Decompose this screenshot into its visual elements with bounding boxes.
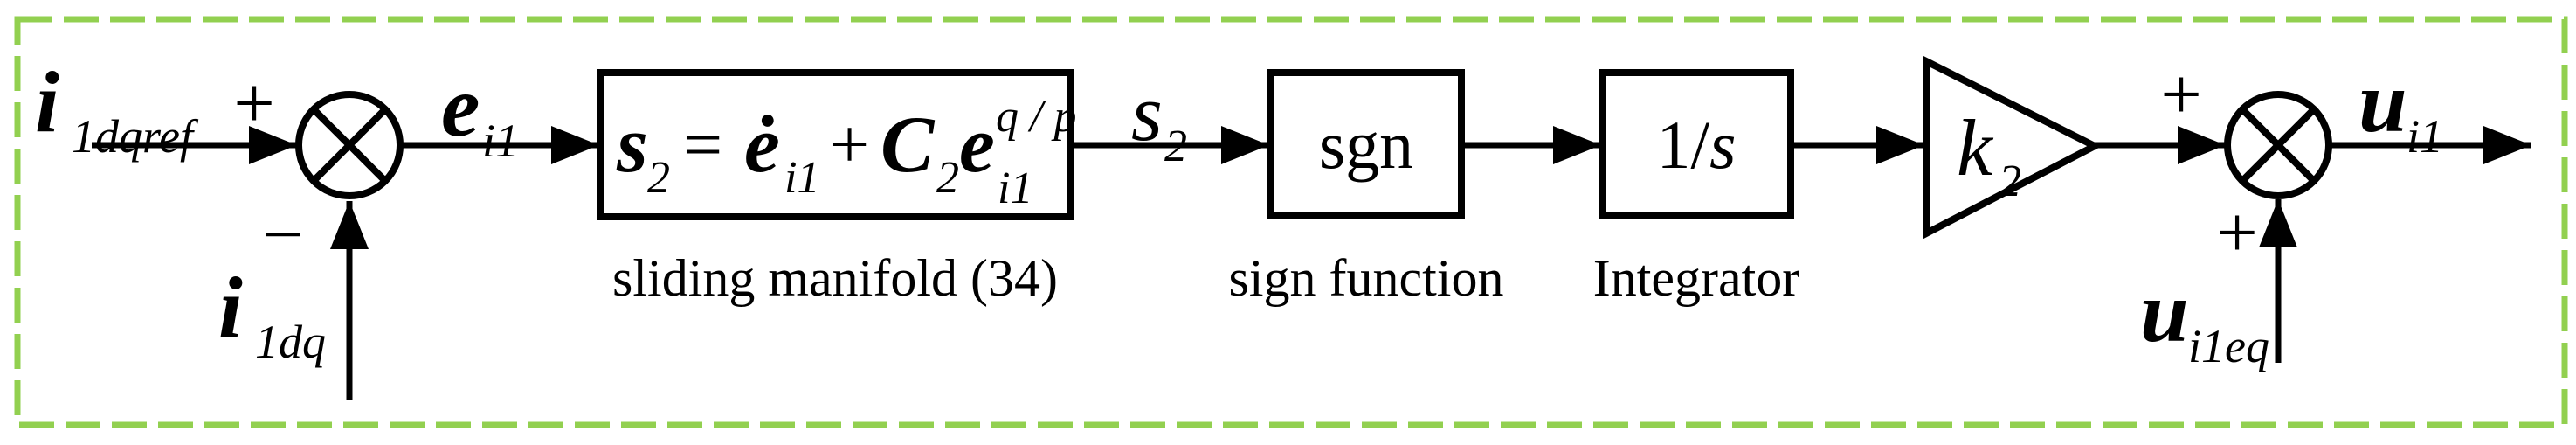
- sum2-cross-line-2: [2240, 107, 2317, 184]
- eq-deriv-sub: i1: [784, 153, 819, 203]
- gain-label-base: k: [1957, 103, 1994, 192]
- eq-error-sup: q / p: [996, 92, 1076, 142]
- gain-label: k 2: [1957, 103, 2021, 206]
- sliding-manifold-caption: sliding manifold (34): [612, 249, 1058, 307]
- eq-lhs: s: [616, 100, 648, 189]
- eq-equals: =: [683, 107, 722, 184]
- integrator-label-var: s: [1709, 107, 1736, 183]
- error-signal-label: e i1: [441, 58, 519, 167]
- sign-function-label: sgn: [1319, 107, 1413, 183]
- sum1-cross-line-2: [311, 107, 388, 184]
- eq-gain-C: C: [881, 100, 936, 189]
- eq-error-sub: i1: [998, 163, 1032, 213]
- equivalent-control-base: u: [2140, 263, 2189, 360]
- gain-triangle: [1923, 55, 2103, 240]
- equivalent-control-sub: i1eq: [2188, 320, 2269, 372]
- s2-base: s: [1131, 68, 1163, 157]
- error-base: e: [441, 58, 480, 155]
- eq-lhs-sub: 2: [647, 153, 670, 203]
- eq-error-e: e: [959, 100, 995, 189]
- integrator-label: 1/s: [1656, 107, 1736, 183]
- equivalent-control-label: u i1eq: [2140, 263, 2269, 372]
- input-ref-base: i: [35, 53, 59, 150]
- s2-sub: 2: [1164, 122, 1187, 171]
- integrator-caption: Integrator: [1593, 249, 1800, 307]
- summing-junction-2: [2224, 91, 2332, 199]
- sign-function-block: [1267, 69, 1465, 219]
- sum1-minus-sign: −: [262, 194, 303, 275]
- input-ref-label: i 1dqref: [35, 53, 199, 163]
- integrator-label-num: 1/: [1656, 107, 1709, 183]
- output-signal-label: u i1: [2358, 53, 2443, 163]
- output-sub: i1: [2407, 110, 2443, 163]
- s2-signal-label: s 2: [1131, 68, 1187, 171]
- sum1-plus-sign: +: [233, 63, 274, 144]
- eq-plus: +: [830, 107, 869, 184]
- diagram-dashed-frame: [14, 16, 2568, 428]
- sliding-manifold-equation: s 2 = ė i1 + C 2 e q / p i1: [616, 92, 1076, 213]
- sum1-circle: [295, 91, 404, 199]
- sum2-circle: [2224, 91, 2332, 199]
- feedback-label: i 1dq: [218, 259, 326, 368]
- sum2-plus-sign-top: +: [2160, 54, 2201, 136]
- eq-error-derivative: ė: [744, 100, 780, 189]
- feedback-sub: 1dq: [255, 316, 326, 368]
- sliding-manifold-block: [597, 69, 1074, 220]
- summing-junction-1: [295, 91, 404, 199]
- integrator-block: [1599, 69, 1794, 219]
- output-base: u: [2358, 53, 2407, 150]
- gain-label-sub: 2: [1999, 156, 2021, 206]
- eq-gain-sub: 2: [936, 153, 959, 203]
- sum2-plus-sign-bottom: +: [2216, 192, 2257, 274]
- input-ref-sub: 1dqref: [72, 110, 199, 163]
- sign-function-caption: sign function: [1229, 249, 1504, 307]
- error-sub: i1: [482, 115, 519, 167]
- feedback-base: i: [218, 259, 243, 356]
